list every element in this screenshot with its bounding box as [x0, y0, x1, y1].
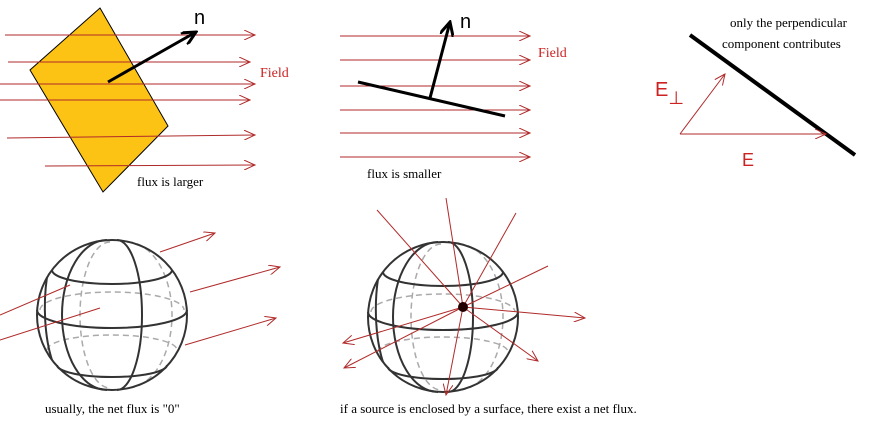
field-lines: [0, 233, 280, 346]
panel-perpendicular-component: only the perpendicular component contrib…: [655, 15, 857, 170]
caption: flux is larger: [137, 174, 204, 189]
field-label: Field: [538, 46, 567, 61]
caption: if a source is enclosed by a surface, th…: [340, 401, 637, 416]
e-perp-label: E⊥: [655, 79, 684, 108]
caption: usually, the net flux is "0": [45, 401, 180, 416]
sphere: [36, 239, 188, 391]
normal-label: n: [194, 7, 205, 29]
caption: flux is smaller: [367, 166, 442, 181]
panel-no-source: usually, the net flux is "0": [0, 233, 280, 416]
note-line-1: only the perpendicular: [730, 15, 848, 30]
field-lines: [0, 35, 255, 166]
e-label: E: [742, 150, 754, 170]
e-perp-vector: [679, 74, 725, 135]
charge-source: [458, 302, 468, 312]
panel-enclosed-source: if a source is enclosed by a surface, th…: [340, 197, 637, 416]
normal-vector: [428, 22, 450, 99]
field-lines: [340, 36, 530, 157]
normal-vector: [107, 32, 196, 84]
source-rays: [343, 197, 585, 395]
normal-label: n: [460, 11, 471, 33]
surface-edge: [688, 33, 857, 157]
note-line-2: component contributes: [722, 36, 841, 51]
field-label: Field: [260, 66, 289, 81]
panel-flux-smaller: n Field flux is smaller: [340, 11, 567, 181]
plate-edge: [357, 80, 506, 118]
panel-flux-larger: n Field flux is larger: [0, 7, 289, 193]
